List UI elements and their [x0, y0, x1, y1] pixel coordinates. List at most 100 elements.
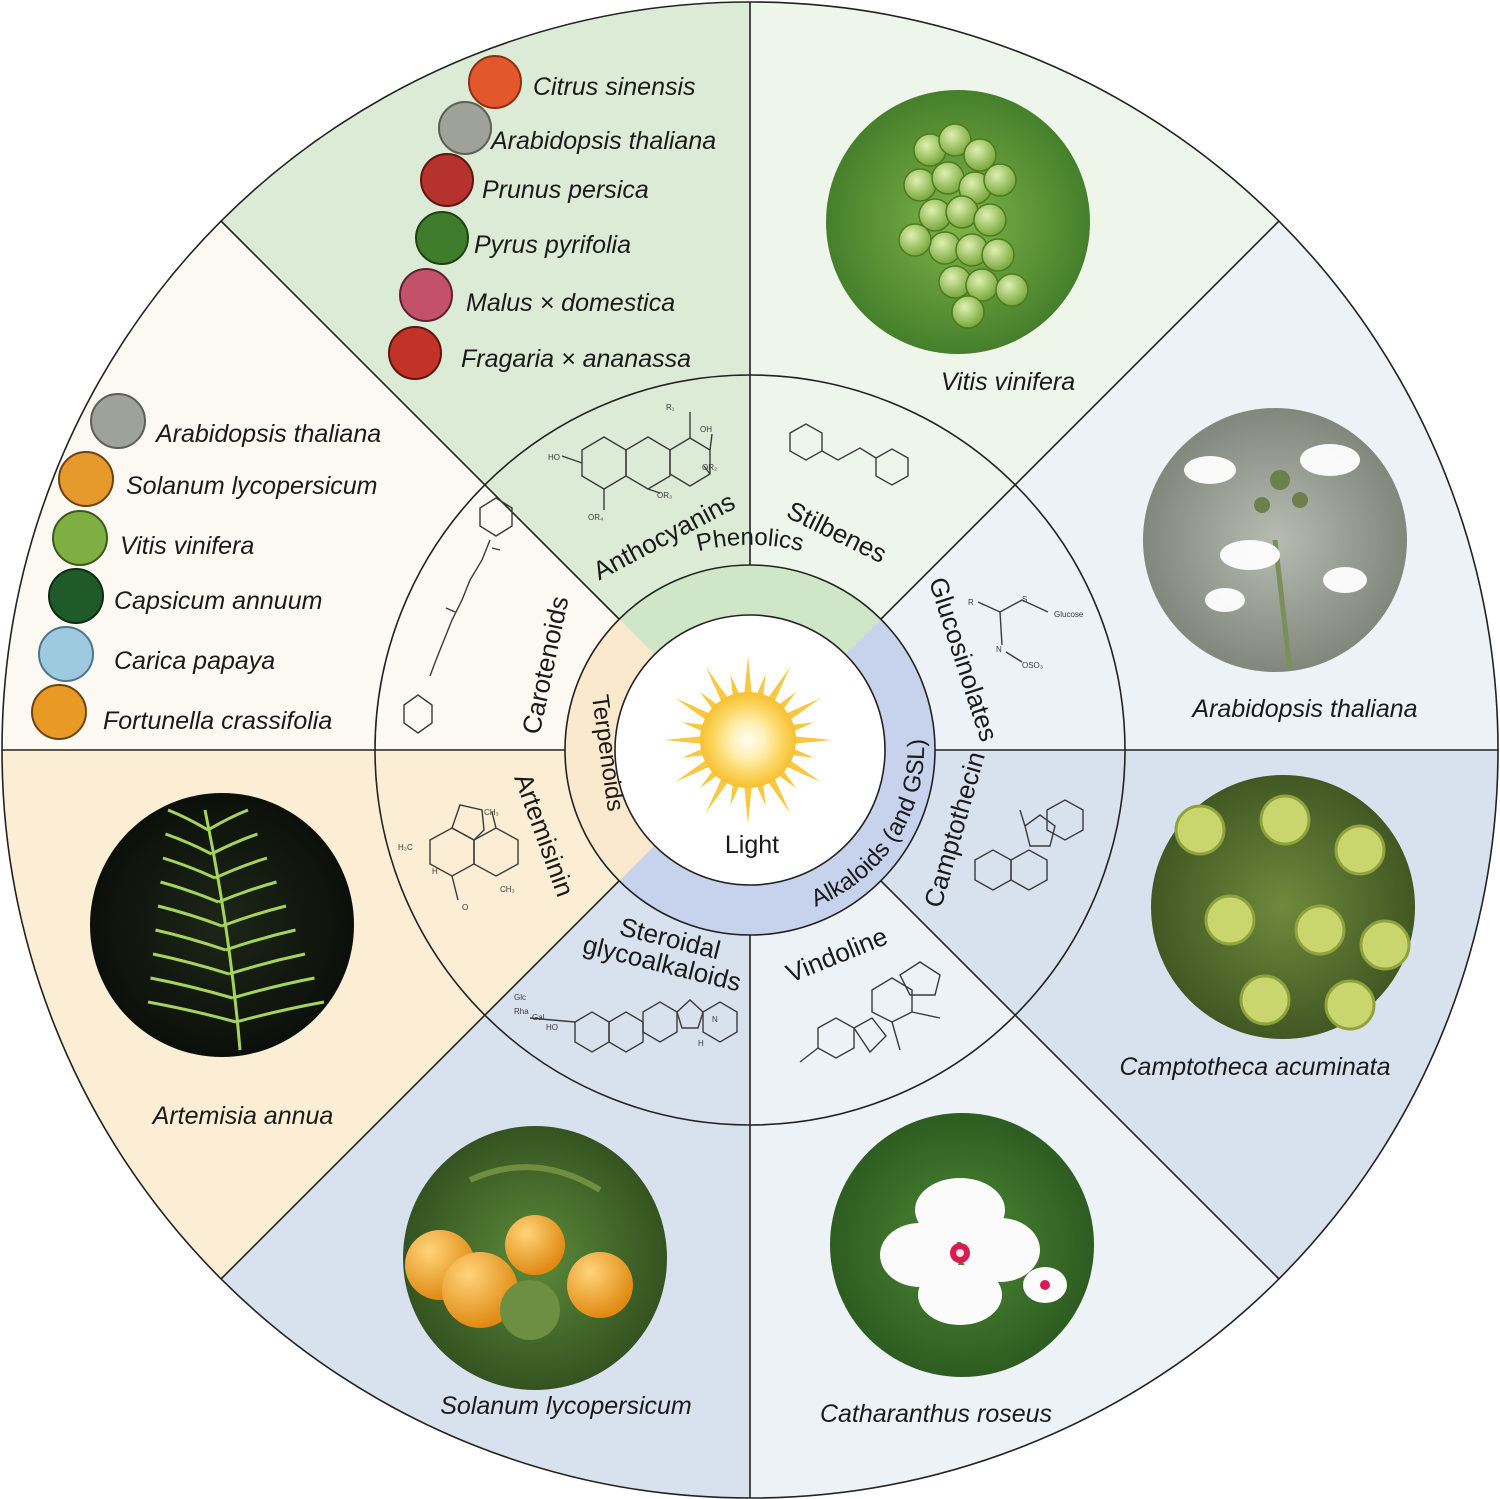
molecule-structure-icon-anthocyanin: R₁ OH OR₂ HO OR₃ OR₄ — [548, 403, 717, 522]
fern-leaflet — [217, 880, 277, 904]
fern-leaflet — [152, 952, 230, 976]
grape — [973, 203, 1007, 237]
molecule-structure-icon-stilbene — [789, 423, 909, 486]
mol-label-rha: Rha — [514, 1007, 529, 1016]
mol-label-gal: Gal — [532, 1013, 545, 1022]
fruit-head — [1174, 804, 1226, 856]
fern-leaflet — [235, 1000, 325, 1024]
photo-catharanthus-roseus — [830, 1113, 1094, 1377]
mol-label-n: N — [996, 645, 1002, 654]
thumb-arabidopsis-thaliana-2 — [90, 393, 146, 449]
mol-label-glc: Glc — [514, 993, 526, 1002]
fern-leaflet — [214, 856, 268, 880]
mol-label-oh: OH — [700, 425, 712, 434]
fruit-head — [1204, 894, 1256, 946]
fern-leaflet — [232, 976, 315, 1000]
fern-leaflet — [207, 808, 249, 832]
mol-label-oso3: OSO₃ — [1022, 661, 1043, 670]
species-label-vitis-vinifera-2: Vitis vinifera — [120, 532, 254, 560]
thumb-citrus-sinensis — [468, 55, 522, 109]
fern-leaflet — [147, 1000, 237, 1024]
grape — [951, 295, 985, 329]
species-label-vindoline: Catharanthus roseus — [820, 1400, 1052, 1428]
thumb-fragaria-ananassa — [388, 326, 442, 380]
mol-label-r1: R₁ — [666, 403, 675, 412]
grape — [898, 223, 932, 257]
fern-leaflet — [155, 928, 226, 952]
grape — [945, 195, 979, 229]
mol-label-ch3a: CH₃ — [484, 808, 499, 817]
grape — [963, 138, 997, 172]
grape — [995, 273, 1029, 307]
species-label-capsicum-annuum: Capsicum annuum — [114, 587, 322, 615]
fern-leaflet — [167, 808, 209, 832]
fern-leaflet — [228, 952, 306, 976]
fruit-head — [1294, 904, 1346, 956]
thumb-vitis-vinifera — [52, 510, 108, 566]
photo-vitis-vinifera — [826, 90, 1090, 354]
species-label-glucosinolates: Arabidopsis thaliana — [1190, 695, 1417, 723]
mol-label-o: O — [462, 903, 468, 912]
molecule-structure-icon-artemisinin: H₃C CH₃ CH₃ H O — [398, 804, 519, 912]
sun-ray — [787, 735, 832, 745]
mol-label-r: R — [968, 598, 974, 607]
grape — [938, 123, 972, 157]
fern-leaflet — [225, 928, 296, 952]
mol-label-ch3b: CH₃ — [500, 885, 515, 894]
thumb-arabidopsis-thaliana — [438, 101, 492, 155]
grape — [983, 163, 1017, 197]
species-label-camptothecin: Camptotheca acuminata — [1120, 1053, 1391, 1081]
fruit-head — [1359, 919, 1411, 971]
mol-label-ho: HO — [548, 453, 560, 462]
thumb-pyrus-pyrifolia — [415, 211, 469, 265]
mol-label-s: S — [1022, 595, 1027, 604]
fruit-head — [1334, 824, 1386, 876]
species-label-stilbenes: Vitis vinifera — [941, 368, 1075, 396]
sun-ray — [743, 779, 753, 824]
fern-leaflet — [162, 856, 216, 880]
photo-camptotheca-acuminata — [1151, 775, 1415, 1039]
fruit-head — [1259, 794, 1311, 846]
mol-label-h: H — [432, 867, 438, 876]
species-label-artemisinin: Artemisia annua — [151, 1102, 334, 1130]
thumb-prunus-persica — [420, 153, 474, 207]
species-label-arabidopsis-thaliana: Arabidopsis thaliana — [489, 127, 716, 155]
mol-label-or2: OR₂ — [702, 463, 717, 472]
fruit-head — [1324, 979, 1376, 1031]
thumb-carica-papaya — [38, 626, 94, 682]
sun-icon — [664, 656, 832, 824]
species-label-prunus-persica: Prunus persica — [482, 176, 649, 204]
sun-ray — [743, 656, 753, 701]
species-label-solanum-lycopersicum-2: Solanum lycopersicum — [126, 472, 378, 500]
species-label-pyrus-pyrifolia: Pyrus pyrifolia — [474, 231, 631, 259]
fern-leaflet — [160, 880, 220, 904]
species-list-carotenoids: Arabidopsis thaliana Solanum lycopersicu… — [31, 393, 381, 740]
mol-label-n2: N — [712, 1015, 718, 1024]
species-label-arabidopsis-thaliana-2: Arabidopsis thaliana — [154, 420, 381, 448]
thumb-malus-domestica — [399, 268, 453, 322]
grape — [903, 168, 937, 202]
fruit-head — [1239, 974, 1291, 1026]
mol-label-or4: OR₄ — [588, 513, 603, 522]
grape — [981, 238, 1015, 272]
thumb-capsicum-annuum — [48, 568, 104, 624]
molecule-structure-icon-camptothecin — [974, 799, 1084, 891]
fern-leaflet — [150, 976, 233, 1000]
species-label-carica-papaya: Carica papaya — [114, 647, 275, 675]
molecule-structure-icon-vindoline — [799, 961, 941, 1063]
mol-label-h3c: H₃C — [398, 843, 413, 852]
species-label-steroidal: Solanum lycopersicum — [440, 1392, 692, 1420]
mol-label-ho2: HO — [546, 1023, 558, 1032]
sun-ray — [664, 735, 709, 745]
species-label-citrus-sinensis: Citrus sinensis — [533, 73, 696, 101]
mol-label-glucose: Glucose — [1054, 610, 1084, 619]
molecule-structure-icon-carotenoid — [403, 497, 513, 734]
molecule-structure-icon-glucosinolate: R S Glucose N OSO₃ — [968, 595, 1084, 670]
fern-stem — [203, 809, 242, 1051]
thumb-fortunella-crassifolia — [31, 684, 87, 740]
fern-leaflet — [157, 904, 223, 928]
mol-label-h2: H — [698, 1039, 704, 1048]
fern-leaflet — [165, 832, 213, 856]
